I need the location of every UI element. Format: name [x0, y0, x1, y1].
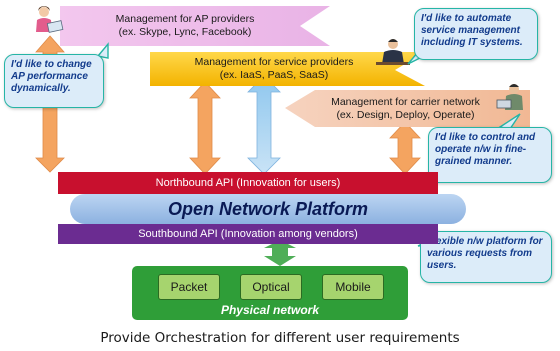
- service-orange-arrow: [189, 81, 221, 175]
- bubble-ap-performance-text: I'd like to change AP performance dynami…: [11, 59, 92, 94]
- open-network-platform: Open Network Platform: [70, 194, 466, 224]
- platform-title: Open Network Platform: [167, 198, 369, 219]
- southbound-api-bar: Southbound API (Innovation among vendors…: [58, 224, 438, 244]
- bubble-control-text: I'd like to control and operate n/w in f…: [435, 132, 536, 167]
- bubble-control: I'd like to control and operate n/w in f…: [428, 127, 552, 183]
- mobile-label: Mobile: [335, 280, 371, 294]
- ap-providers-text: Management for AP providers (ex. Skype, …: [70, 8, 300, 44]
- bubble-flexible: Flexible n/w platform for various reques…: [420, 231, 552, 283]
- ap-providers-title: Management for AP providers: [115, 13, 255, 25]
- carrier-network-banner: [285, 90, 530, 127]
- southbound-api-label: Southbound API (Innovation among vendors…: [138, 228, 358, 240]
- carrier-network-title: Management for carrier network: [331, 95, 480, 108]
- optical-label: Optical: [252, 280, 290, 294]
- blue-double-arrow: [247, 75, 281, 175]
- service-providers-text: Management for service providers (ex. Ia…: [158, 53, 390, 85]
- optical-tile: Optical: [240, 274, 302, 300]
- carrier-orange-arrow: [389, 121, 421, 175]
- northbound-api-label: Northbound API (Innovation for users): [155, 177, 341, 189]
- woman-laptop-icon: [36, 6, 64, 33]
- caption: Provide Orchestration for different user…: [0, 328, 560, 348]
- physical-network-panel: Packet Optical Mobile Physical network: [132, 266, 408, 320]
- service-providers-banner: [150, 52, 425, 86]
- physical-network-label: Physical network: [132, 302, 408, 318]
- caption-text: Provide Orchestration for different user…: [100, 330, 460, 346]
- physical-network-label-text: Physical network: [220, 303, 320, 317]
- mobile-tile: Mobile: [322, 274, 384, 300]
- packet-label: Packet: [170, 280, 208, 294]
- carrier-network-examples: (ex. Design, Deploy, Operate): [336, 108, 475, 121]
- bubble-automate-text: I'd like to automate service management …: [421, 13, 523, 48]
- businessman-icon: [376, 39, 410, 65]
- carrier-network-text: Management for carrier network (ex. Desi…: [308, 92, 503, 125]
- ap-providers-examples: (ex. Skype, Lync, Facebook): [118, 26, 252, 38]
- bubble-automate: I'd like to automate service management …: [414, 8, 538, 60]
- service-providers-title: Management for service providers: [194, 56, 354, 68]
- service-providers-examples: (ex. IaaS, PaaS, SaaS): [219, 69, 329, 81]
- bubble-flexible-text: Flexible n/w platform for various reques…: [427, 236, 543, 271]
- bubble-tail-ap: [96, 42, 109, 59]
- northbound-api-bar: Northbound API (Innovation for users): [58, 172, 438, 194]
- bubble-ap-performance: I'd like to change AP performance dynami…: [4, 54, 104, 108]
- operator-icon: [496, 84, 523, 110]
- packet-tile: Packet: [158, 274, 220, 300]
- ap-providers-banner: [60, 6, 330, 46]
- physical-double-arrow: [264, 240, 296, 266]
